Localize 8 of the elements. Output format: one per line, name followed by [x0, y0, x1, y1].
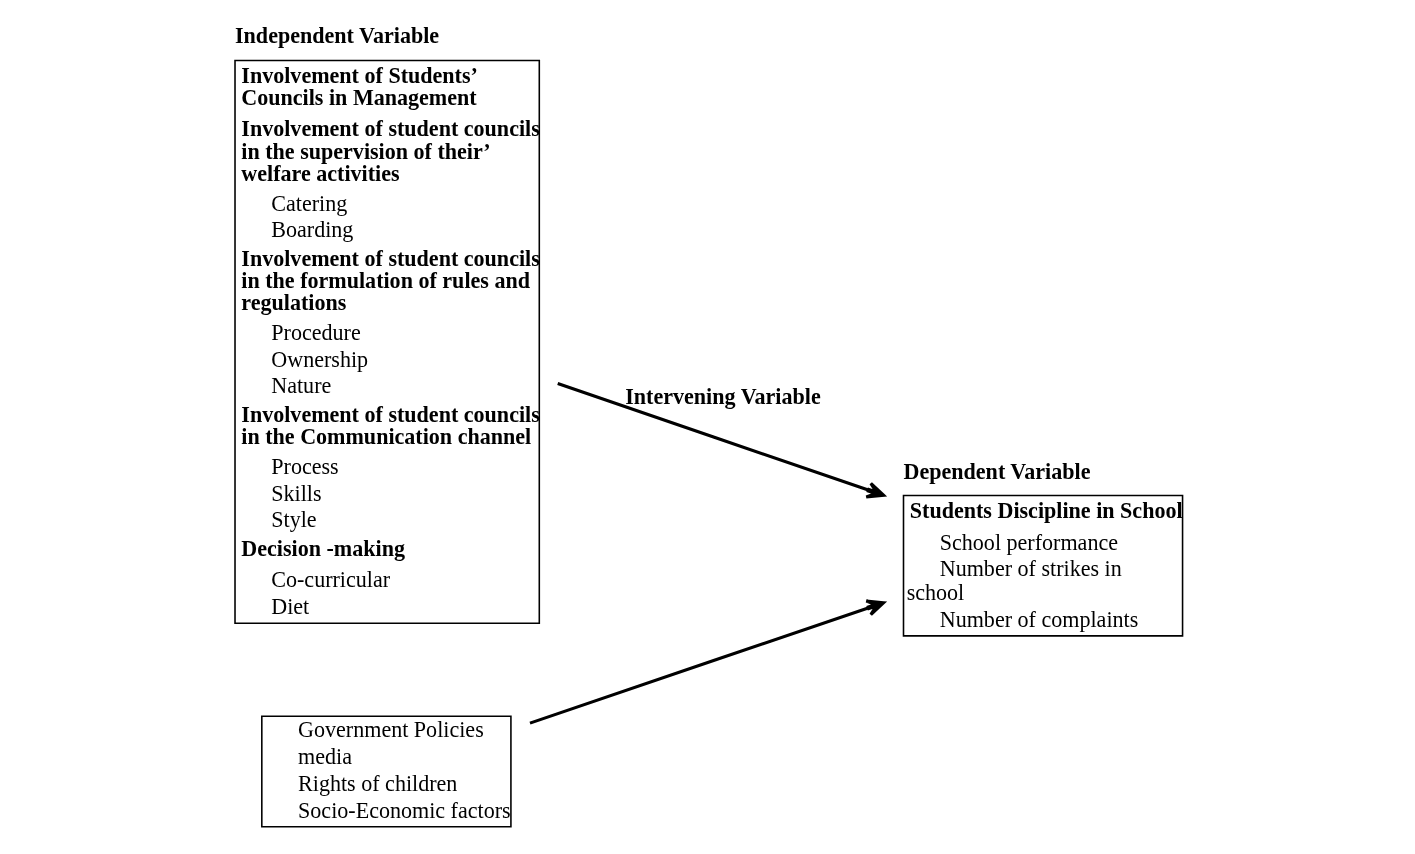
arrow — [528, 599, 885, 725]
node-label: Dependent Variable — [903, 458, 1090, 484]
arrow — [556, 382, 885, 499]
node-box: Involvement of Students’ Councils in Management Involvement of student councils in the supervision of their’ welfare activities Catering Boarding Involvement of student councils in the formulation of rules and regulations Procedure Ownership Nature Involvement of student councils in the Communication channel Process Skills Style Decision -making Co-curricular Diet — [233, 59, 540, 625]
node-box: Government Policies media Rights of children Socio-Economic factors — [260, 715, 512, 828]
edge-label: Intervening Variable — [624, 384, 821, 410]
node-label: Independent Variable — [234, 23, 439, 49]
node-box: Students Discipline in School School performance Number of strikes in school Number of complaints — [902, 494, 1183, 637]
